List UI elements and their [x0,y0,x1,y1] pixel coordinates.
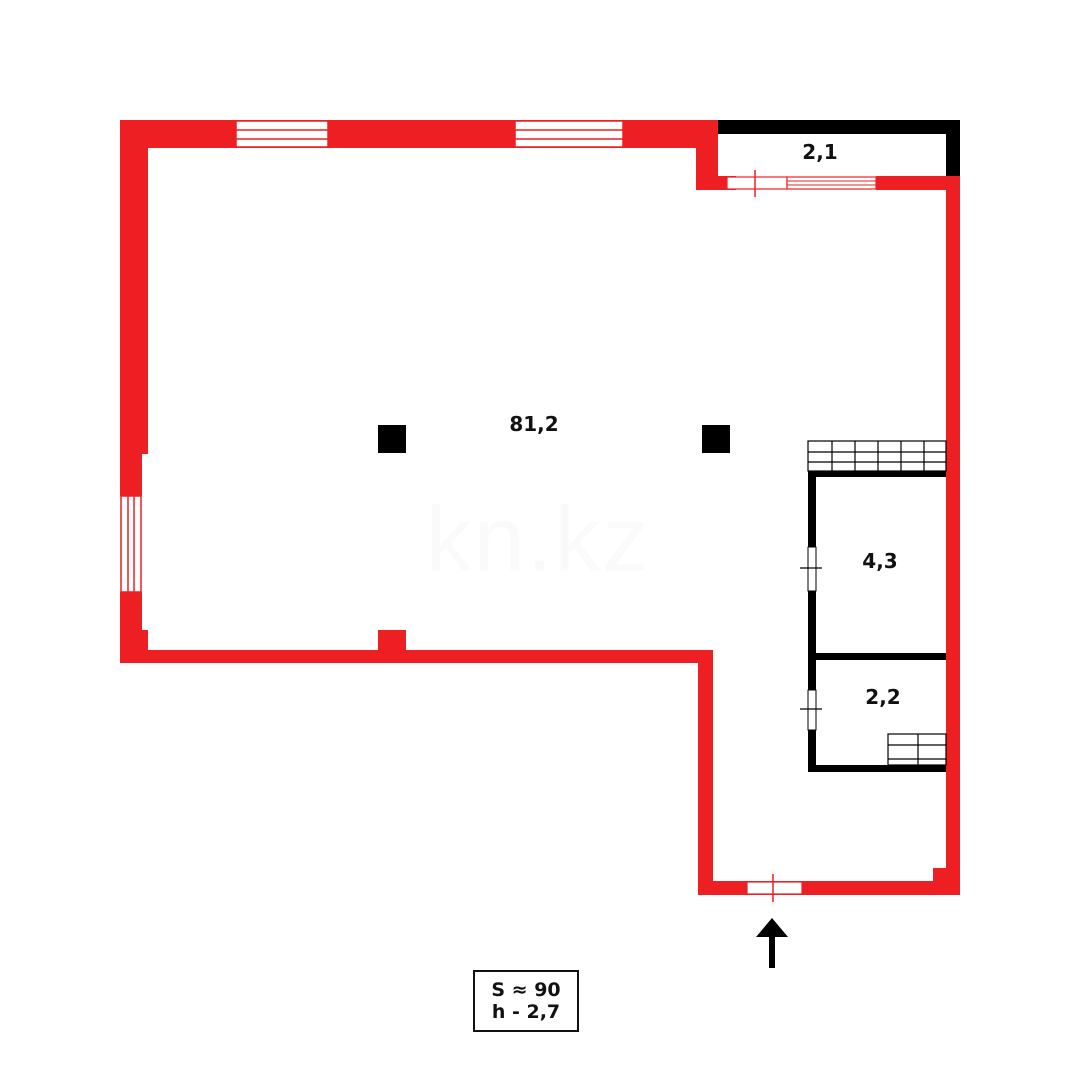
room-label-small-room-top: 2,1 [802,140,838,164]
room-label-main-hall: 81,2 [509,412,559,436]
interior-walls [808,471,946,772]
small-room-door [726,170,877,197]
window-left [120,495,142,593]
window-top-left [235,120,329,148]
entrance-door [746,874,803,902]
column-left [378,425,406,453]
small-room-walls [718,120,960,176]
door-room-4-3 [800,546,822,592]
arrow-up-icon [756,918,788,968]
exterior-walls [120,120,960,895]
watermark: kn.kz [425,488,651,591]
room-label-room-right: 4,3 [862,549,898,573]
room-label-room-right-lower: 2,2 [865,685,901,709]
column-right [702,425,730,453]
window-top-right [514,120,624,148]
radiator-grid-top [807,440,947,472]
total-area: S ≈ 90 [491,979,561,1001]
radiator-grid-bottom [887,733,947,766]
door-room-2-2 [800,689,822,731]
summary-box: S ≈ 90 h - 2,7 [473,970,579,1032]
ceiling-height: h - 2,7 [491,1001,561,1023]
